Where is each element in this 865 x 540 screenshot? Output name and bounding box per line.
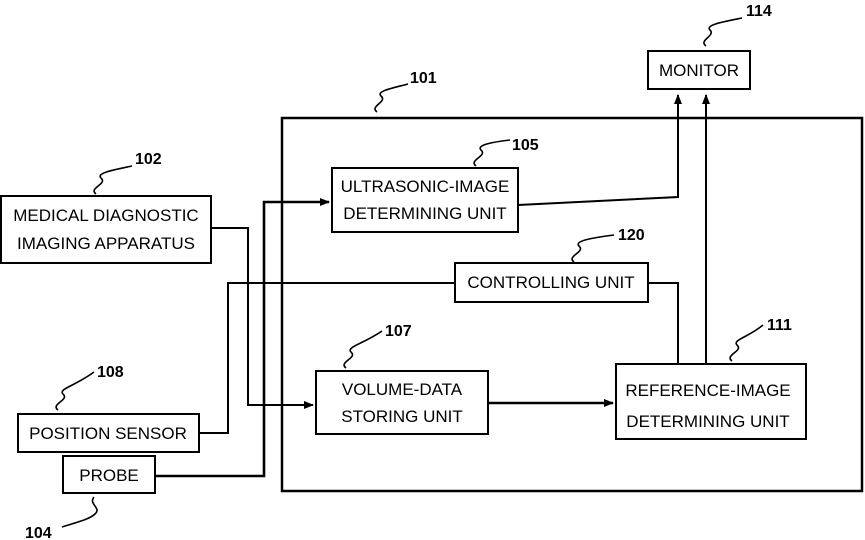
controlling-unit-label: CONTROLLING UNIT [467,273,634,292]
monitor-block: MONITOR [648,51,750,89]
ref-105: 105 [512,137,539,154]
ref-102: 102 [135,151,162,168]
leader-114 [704,18,742,46]
monitor-label: MONITOR [659,61,739,80]
ultrasonic-unit-label-line1: ULTRASONIC-IMAGE [341,177,510,196]
leader-102 [94,166,132,194]
leader-101 [375,84,408,112]
controlling-unit-block: CONTROLLING UNIT [455,263,648,302]
ultrasonic-unit-label-line2: DETERMINING UNIT [343,204,506,223]
leader-107 [344,331,382,368]
volume-data-unit-label-line1: VOLUME-DATA [342,380,463,399]
position-sensor-block: POSITION SENSOR [18,414,199,452]
ref-114: 114 [746,3,772,20]
medical-apparatus-block: MEDICAL DIAGNOSTIC IMAGING APPARATUS [1,196,211,263]
probe-label: PROBE [79,466,139,485]
connector-controller-to-reference [648,283,678,364]
ref-104: 104 [25,525,52,540]
probe-block: PROBE [63,456,155,493]
reference-unit-label-line1: REFERENCE-IMAGE [625,381,790,400]
ref-108: 108 [97,364,124,381]
medical-apparatus-label-line2: IMAGING APPARATUS [17,234,195,253]
reference-unit-block: REFERENCE-IMAGE DETERMINING UNIT [616,364,806,439]
volume-data-unit-label-line2: STORING UNIT [341,407,463,426]
reference-unit-label-line2: DETERMINING UNIT [626,412,789,431]
ref-120: 120 [618,227,645,244]
connector-apparatus-to-volume [211,228,313,405]
leader-111 [730,325,763,361]
leader-104 [62,497,97,527]
connector-ultrasonic-to-monitor [518,95,678,205]
leader-105 [474,140,510,166]
leader-120 [572,235,614,262]
position-sensor-label: POSITION SENSOR [29,424,187,443]
ref-111: 111 [767,317,792,334]
medical-apparatus-label-line1: MEDICAL DIAGNOSTIC [13,206,198,225]
volume-data-unit-block: VOLUME-DATA STORING UNIT [316,371,488,434]
ultrasonic-unit-block: ULTRASONIC-IMAGE DETERMINING UNIT [332,168,518,232]
leader-108 [56,372,94,410]
ref-101: 101 [410,70,437,87]
ref-107: 107 [385,323,412,340]
